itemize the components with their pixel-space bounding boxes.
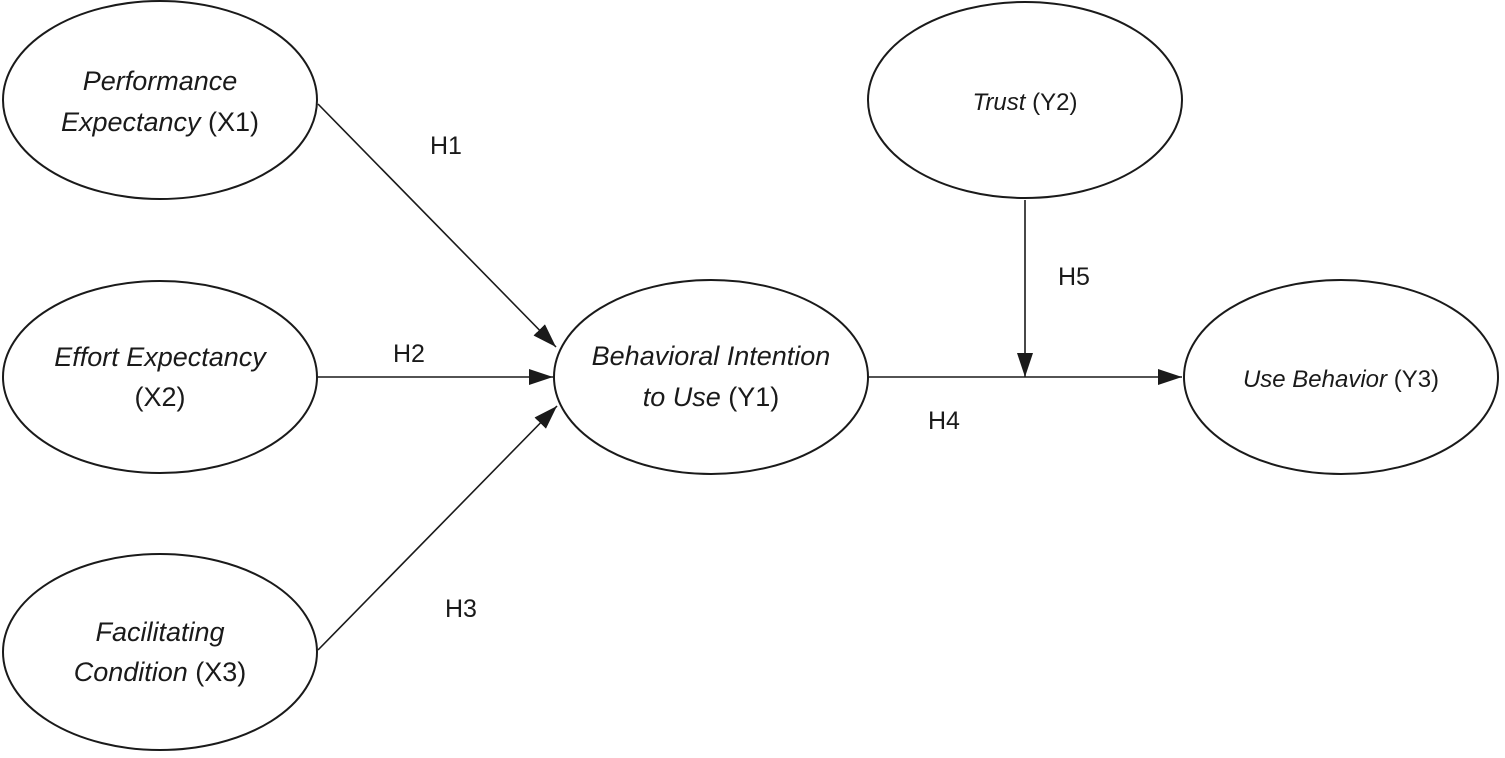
hypothesis-label-h1: H1 <box>430 132 462 160</box>
node-x1-line1: Performance <box>83 66 238 96</box>
node-trust: Trust (Y2) <box>867 1 1183 199</box>
node-y1-line2: to Use (Y1) <box>643 382 780 412</box>
hypothesis-label-h4: H4 <box>928 407 960 435</box>
node-y2-label: Trust (Y2) <box>973 89 1078 116</box>
node-facilitating-condition: Facilitating Condition (X3) <box>2 553 318 751</box>
node-x2-line1: Effort Expectancy <box>54 342 267 372</box>
node-y3-label: Use Behavior (Y3) <box>1243 366 1439 393</box>
hypothesis-label-h3: H3 <box>445 595 477 623</box>
edge-h3-x3-to-y1 <box>317 405 558 651</box>
hypothesis-label-h5: H5 <box>1058 263 1090 291</box>
node-x3-line2: Condition (X3) <box>74 657 247 687</box>
node-use-behavior: Use Behavior (Y3) <box>1183 279 1499 475</box>
node-effort-expectancy: Effort Expectancy (X2) <box>2 280 318 474</box>
hypothesis-label-h2: H2 <box>393 340 425 368</box>
node-x3-line1: Facilitating <box>95 617 224 647</box>
node-x2-code: (X2) <box>134 382 185 412</box>
edge-h1-x1-to-y1 <box>317 103 557 348</box>
node-y1-line1: Behavioral Intention <box>592 341 831 371</box>
node-behavioral-intention: Behavioral Intention to Use (Y1) <box>553 279 869 475</box>
node-x1-line2: Expectancy (X1) <box>61 107 259 137</box>
node-performance-expectancy: Performance Expectancy (X1) <box>2 0 318 200</box>
